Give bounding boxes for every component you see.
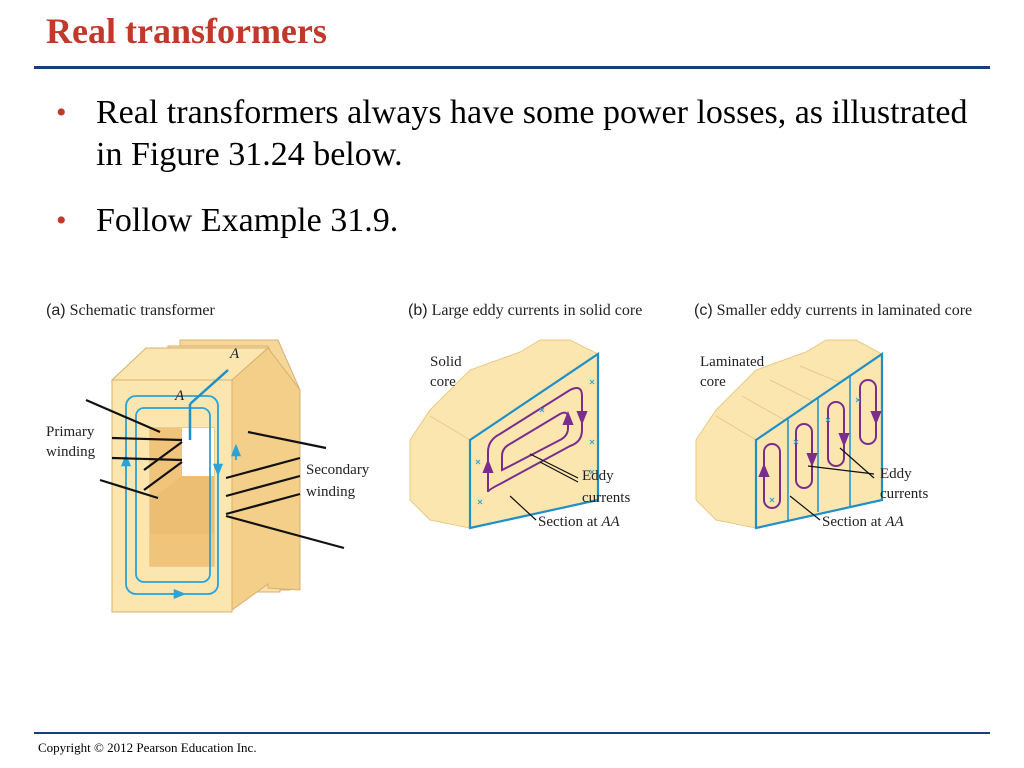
title-divider <box>34 66 990 69</box>
bullet-dot-icon: • <box>56 204 67 237</box>
panel-c-tag: (c) <box>694 302 713 319</box>
eddy-label: Eddy <box>880 466 912 482</box>
bullet-list: • Real transformers always have some powe… <box>50 92 980 266</box>
panel-a-tag: (a) <box>46 302 66 319</box>
eddy-leader <box>839 447 875 479</box>
core-side-face <box>231 347 301 611</box>
primary-winding-coil <box>143 441 183 471</box>
bullet-text: Follow Example 31.9. <box>96 202 399 239</box>
bullet-item: • Follow Example 31.9. <box>50 200 980 242</box>
solid-core-diagram: Solid core Eddy currents Section at AA <box>409 339 630 530</box>
panel-a-caption-text: Schematic transformer <box>69 302 215 319</box>
slide-title: Real transformers <box>46 11 327 51</box>
section-line <box>189 369 229 405</box>
primary-winding-wire <box>99 478 159 500</box>
secondary-winding-coil <box>225 492 301 516</box>
laminated-core-diagram: Laminated core Eddy currents Section at … <box>695 339 928 530</box>
eddy-label: Eddy <box>582 468 614 484</box>
bullet-dot-icon: • <box>56 96 67 129</box>
section-leader <box>789 495 821 521</box>
primary-winding-coil <box>111 456 183 462</box>
secondary-label: winding <box>306 484 356 500</box>
secondary-winding-coil <box>225 456 301 480</box>
section-leader <box>509 495 537 521</box>
bullet-text: Real transformers always have some power… <box>96 94 968 173</box>
panel-b-caption: (b) Large eddy currents in solid core <box>408 302 642 320</box>
section-a-label: A <box>229 346 240 362</box>
solid-core-label: Solid <box>430 354 462 370</box>
eddy-current-loop <box>487 387 583 493</box>
lamination-divider <box>787 376 851 520</box>
field-marks <box>475 379 595 505</box>
secondary-winding-wire <box>247 430 327 450</box>
eddy-leader <box>807 465 875 475</box>
secondary-label: Secondary <box>306 462 370 478</box>
bullet-item: • Real transformers always have some powe… <box>50 92 980 176</box>
solid-core-label: core <box>430 374 456 390</box>
laminated-core-label: Laminated <box>700 354 765 370</box>
eddy-leader <box>539 461 579 483</box>
primary-winding-coil <box>143 461 183 491</box>
section-face <box>468 351 600 530</box>
panel-a-caption: (a) Schematic transformer <box>46 302 215 320</box>
laminated-core-label: core <box>700 374 726 390</box>
panel-c-caption-text: Smaller eddy currents in laminated core <box>716 302 973 319</box>
field-marks <box>769 397 861 503</box>
primary-winding-wire <box>85 398 161 434</box>
footer-divider <box>34 732 990 734</box>
panel-b-tag: (b) <box>408 302 428 319</box>
flux-line <box>135 407 211 583</box>
secondary-winding-wire <box>225 514 345 550</box>
primary-label: winding <box>46 444 96 460</box>
panel-c-caption: (c) Smaller eddy currents in laminated c… <box>694 302 972 320</box>
section-label: Section at AA <box>538 514 620 530</box>
primary-label: Primary <box>46 424 95 440</box>
copyright-footer: Copyright © 2012 Pearson Education Inc. <box>38 740 257 755</box>
eddy-label: currents <box>880 486 928 502</box>
section-a-label: A <box>174 388 185 404</box>
secondary-winding-coil <box>225 474 301 498</box>
primary-winding-coil <box>111 436 183 442</box>
eddy-label: currents <box>582 490 630 506</box>
eddy-leader <box>529 453 579 479</box>
schematic-transformer: Primary winding Secondary winding A A <box>46 339 370 613</box>
section-label: Section at AA <box>822 514 904 530</box>
panel-b-caption-text: Large eddy currents in solid core <box>431 302 643 319</box>
